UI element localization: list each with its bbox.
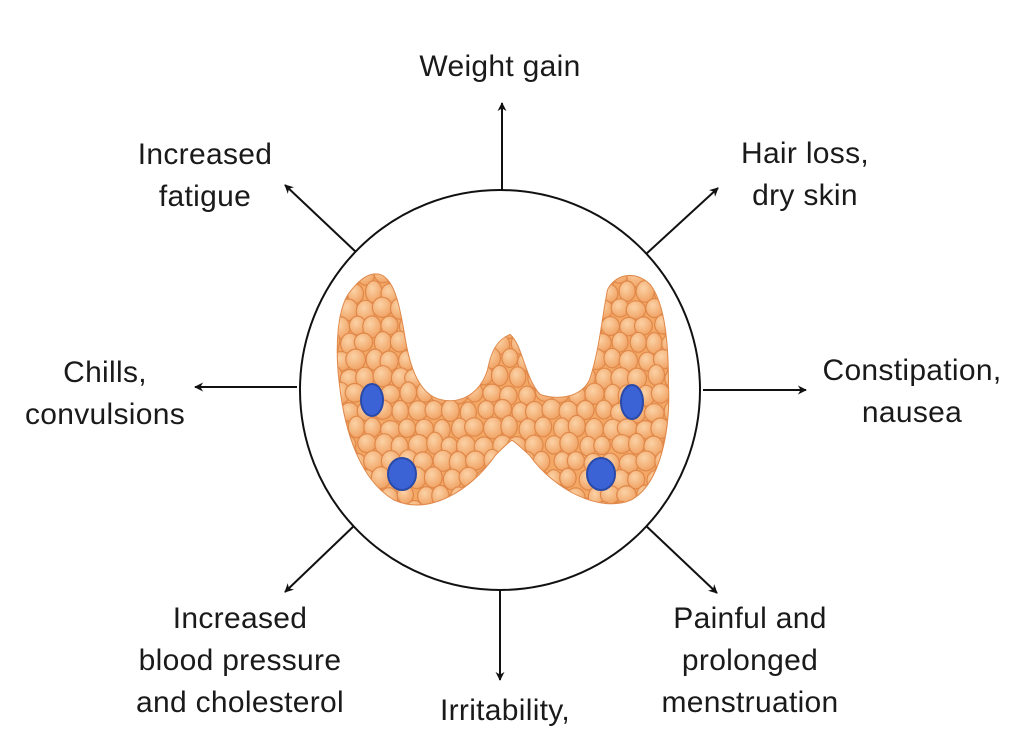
gland-cell (508, 366, 527, 388)
arrow-bottom-left (284, 522, 358, 593)
gland-cell (661, 501, 669, 505)
gland-cell (650, 383, 669, 404)
arrow-bottom-right (642, 522, 718, 594)
gland-cell (490, 364, 509, 387)
gland-cell (629, 331, 648, 353)
symptom-label-chills: Chills, convulsions (24, 356, 186, 431)
gland-cell (559, 431, 579, 455)
arrow-top-right (644, 187, 719, 256)
gland-cell (357, 433, 377, 454)
gland-cell (500, 414, 518, 438)
gland-cell (566, 451, 586, 471)
nodule-right-upper (620, 384, 644, 420)
gland-cell (576, 399, 595, 421)
gland-cell (618, 280, 636, 302)
gland-cell (424, 400, 444, 420)
symptom-label-constipation: Constipation, nausea (822, 354, 1002, 429)
gland-cell (482, 383, 502, 403)
gland-cell (517, 385, 536, 406)
gland-cell (337, 329, 341, 353)
nodule-left-upper (360, 383, 384, 417)
nodule-left-lower (387, 457, 417, 491)
gland-cell (611, 331, 629, 353)
gland-cell (625, 300, 647, 320)
gland-cell (501, 348, 519, 369)
nodule-right-lower (586, 457, 616, 491)
gland-cell (405, 499, 425, 505)
gland-cell (464, 417, 485, 437)
gland-cell (440, 399, 460, 423)
gland-cell (534, 416, 553, 438)
gland-cell (559, 467, 577, 488)
gland-cell (627, 469, 646, 490)
gland-cell (593, 435, 611, 456)
symptom-label-weight-gain: Weight gain (419, 50, 581, 83)
gland-cell (663, 400, 669, 424)
gland-cell (345, 348, 367, 371)
gland-cell (593, 500, 614, 505)
symptom-label-fatigue: Increased fatigue (137, 138, 273, 213)
gland-cell (423, 466, 443, 489)
gland-cell (603, 347, 622, 369)
gland-cell (541, 398, 562, 420)
gland-cell (372, 365, 393, 388)
symptom-label-hair-loss: Hair loss, dry skin (740, 137, 870, 212)
arrow-top-left (284, 184, 358, 254)
gland-cell (595, 399, 613, 420)
gland-cell (353, 332, 374, 352)
symptom-label-menstruation: Painful and prolonged menstruation (661, 602, 839, 719)
gland-cell (371, 296, 393, 318)
gland-cell (612, 500, 631, 505)
gland-cell (477, 400, 496, 420)
gland-cell (398, 418, 417, 439)
gland-cell (399, 381, 418, 404)
gland-cell (647, 364, 666, 386)
gland-cell (664, 369, 669, 389)
gland-cell (347, 415, 366, 439)
arrows-group (194, 102, 807, 681)
symptom-label-blood-pressure: Increased blood pressure and cholesterol (136, 602, 344, 719)
gland-cell (635, 450, 657, 472)
symptom-label-irritability: Irritability, (439, 694, 571, 727)
